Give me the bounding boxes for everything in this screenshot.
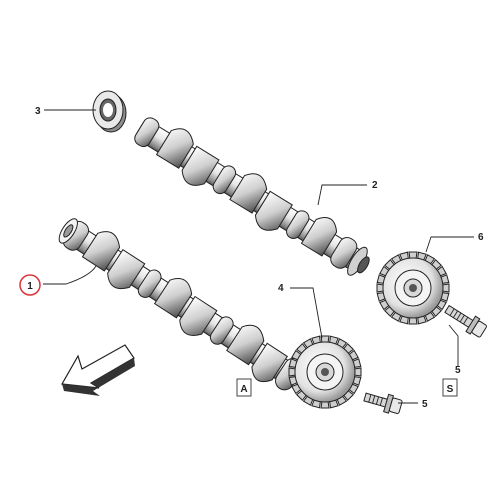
direction-arrow-icon xyxy=(61,344,135,396)
camshaft-gear-lower xyxy=(288,335,362,409)
callout-label-5-upper: 5 xyxy=(455,365,461,376)
callout-label-3: 3 xyxy=(35,106,41,117)
callout-label-1: 1 xyxy=(27,281,33,292)
camshaft-upper xyxy=(134,117,370,276)
highlight-ring xyxy=(19,274,41,296)
section-tag-a: A xyxy=(236,378,252,397)
oil-seal xyxy=(92,90,127,133)
callout-label-6: 6 xyxy=(478,232,484,243)
section-tag-s: S xyxy=(442,378,458,397)
section-tag-s-label: S xyxy=(447,384,454,395)
gear-bolt-upper xyxy=(444,304,487,338)
leader-lines xyxy=(43,109,474,404)
callout-1: 1 xyxy=(19,274,41,296)
camshaft-gear-upper xyxy=(376,251,450,325)
callout-label-5-lower: 5 xyxy=(422,399,428,410)
gear-bolt-lower xyxy=(363,392,403,414)
callout-label-4: 4 xyxy=(278,283,284,294)
section-tag-a-label: A xyxy=(240,384,247,395)
callout-label-2: 2 xyxy=(372,180,378,191)
camshaft-lower xyxy=(58,218,303,391)
